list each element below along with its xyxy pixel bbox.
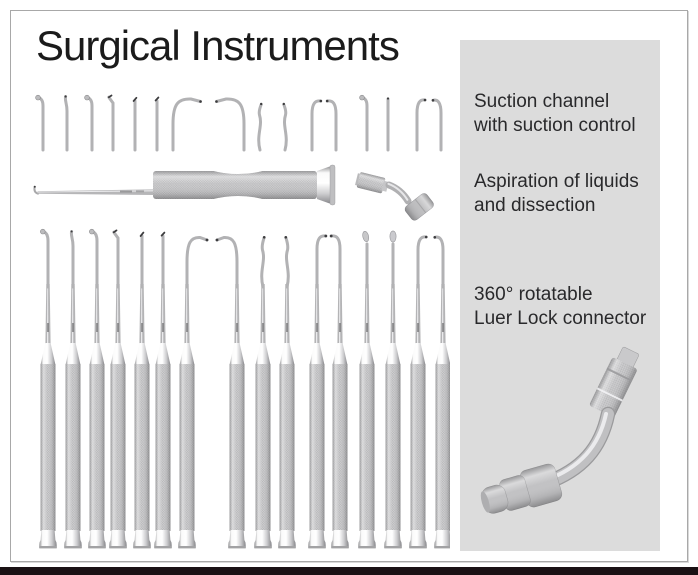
note-line: and dissection xyxy=(474,195,596,216)
note-luer-lock: 360° rotatable Luer Lock connector xyxy=(474,283,656,331)
connector-knurled-collar xyxy=(589,346,639,417)
connector-nozzle xyxy=(480,463,563,514)
luer-lock-connector-photo xyxy=(480,346,639,514)
note-suction-channel: Suction channel with suction control xyxy=(474,90,656,138)
elevator-set-photo xyxy=(39,228,450,549)
note-line: Luer Lock connector xyxy=(474,308,647,329)
note-aspiration: Aspiration of liquids and dissection xyxy=(474,170,656,218)
frame-border xyxy=(10,10,688,562)
suction-connector-small-photo xyxy=(355,172,434,221)
footer-bar xyxy=(0,567,698,575)
tip-row-photo xyxy=(35,94,443,152)
page-title: Surgical Instruments xyxy=(36,22,400,69)
note-line: 360° rotatable xyxy=(474,284,593,305)
suction-handle-photo xyxy=(33,164,336,206)
instrument-set-photo xyxy=(33,94,450,549)
note-line: with suction control xyxy=(474,115,636,136)
info-panel: Suction channel with suction control Asp… xyxy=(460,40,660,551)
note-line: Suction channel xyxy=(474,91,610,112)
note-line: Aspiration of liquids xyxy=(474,171,639,192)
